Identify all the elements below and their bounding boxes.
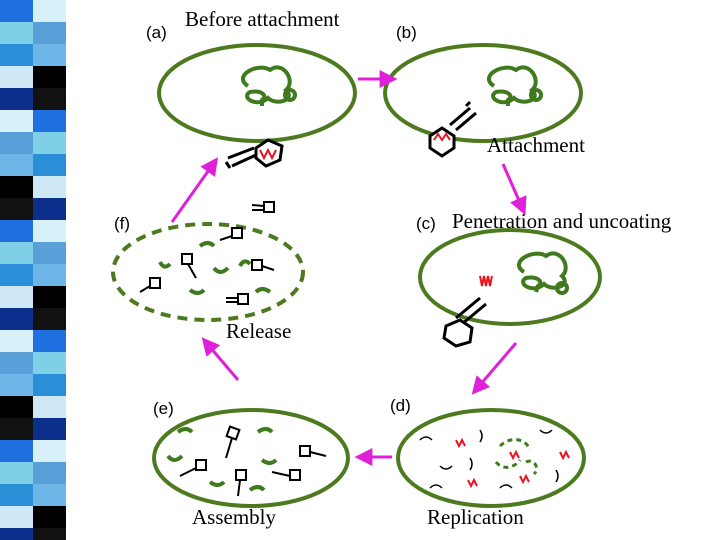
stripe-block [0, 242, 33, 264]
stripe-block [0, 22, 33, 44]
stage-d-caption: Replication [427, 505, 524, 529]
stripe-block [0, 132, 33, 154]
stripe-block [33, 396, 66, 418]
stripe-block [33, 110, 66, 132]
assembled-phages-e [179, 425, 327, 497]
arrow-e-to-f [201, 337, 240, 381]
stripe-block [0, 44, 33, 66]
stripe-block [0, 308, 33, 330]
dna-fragments-d [419, 429, 559, 489]
stripe-block [33, 88, 66, 110]
stripe-block [0, 462, 33, 484]
stripe-block [33, 154, 66, 176]
stripe-block [0, 396, 33, 418]
stage-c-caption: Penetration and uncoating [452, 209, 672, 233]
stripe-block [0, 154, 33, 176]
dna-red-d [455, 437, 570, 489]
chromosome-c [517, 251, 569, 295]
stripe-block [0, 88, 33, 110]
arrow-f-to-a [170, 157, 219, 223]
stripe-block [0, 352, 33, 374]
cell-a [157, 43, 357, 143]
stripe-block [33, 242, 66, 264]
stripe-block [0, 66, 33, 88]
cell-c [418, 228, 602, 326]
stripe-block [33, 462, 66, 484]
chromosome-a [241, 65, 297, 106]
stripe-block [0, 330, 33, 352]
cell-f-ruptured [111, 222, 305, 322]
stripe-block [33, 506, 66, 528]
cell-b [383, 43, 583, 143]
stripe-block [33, 132, 66, 154]
stage-f-caption: Release [226, 319, 291, 343]
stage-a-caption: Before attachment [185, 7, 340, 31]
stage-e-caption: Assembly [192, 505, 277, 529]
cycle-arrows [170, 70, 527, 466]
stripe-block [33, 418, 66, 440]
stripe-block [33, 528, 66, 540]
released-phages-f [139, 201, 275, 305]
stripe-block [0, 528, 33, 540]
stage-d-letter: (d) [390, 396, 411, 415]
stage-b-caption: Attachment [487, 133, 585, 157]
stripe-block [0, 286, 33, 308]
stripe-block [33, 440, 66, 462]
stripe-block [33, 198, 66, 220]
chromosome-b [487, 65, 543, 106]
stripe-block [33, 330, 66, 352]
stripe-block [0, 374, 33, 396]
stripe-block [33, 286, 66, 308]
stage-e-letter: (e) [153, 399, 174, 418]
stage-c-letter: (c) [416, 214, 436, 233]
arrow-c-to-d [471, 342, 518, 395]
cell-d [396, 408, 586, 508]
stripe-block [0, 110, 33, 132]
injected-dna [479, 275, 493, 287]
stripe-block [33, 484, 66, 506]
stripe-block [33, 374, 66, 396]
stripe-block [0, 418, 33, 440]
phage-dna-a [259, 147, 277, 161]
stripe-block [0, 440, 33, 462]
decorative-side-stripe [0, 0, 66, 540]
stripe-block [0, 484, 33, 506]
stripe-block [33, 352, 66, 374]
stage-a-letter: (a) [146, 23, 167, 42]
dna-fragments-f [158, 241, 272, 295]
stage-f-letter: (f) [114, 214, 130, 233]
stripe-block [0, 198, 33, 220]
stripe-block [33, 22, 66, 44]
arrow-b-to-c [501, 163, 527, 216]
stripe-block [0, 0, 33, 22]
empty-capsid [442, 296, 487, 348]
stripe-block [33, 0, 66, 22]
stripe-block [0, 506, 33, 528]
phage-dna-b [433, 132, 451, 142]
stripe-block [0, 176, 33, 198]
stripe-block [0, 220, 33, 242]
cell-e [152, 408, 350, 508]
stripe-block [33, 176, 66, 198]
stripe-block [33, 220, 66, 242]
stripe-block [33, 66, 66, 88]
stripe-block [0, 264, 33, 286]
stripe-block [33, 44, 66, 66]
stage-b-letter: (b) [396, 23, 417, 42]
chromosome-fragments-d [494, 438, 538, 476]
stripe-block [33, 264, 66, 286]
dna-fragments-e [166, 427, 278, 492]
phage-attached [428, 100, 477, 158]
stripe-block [33, 308, 66, 330]
